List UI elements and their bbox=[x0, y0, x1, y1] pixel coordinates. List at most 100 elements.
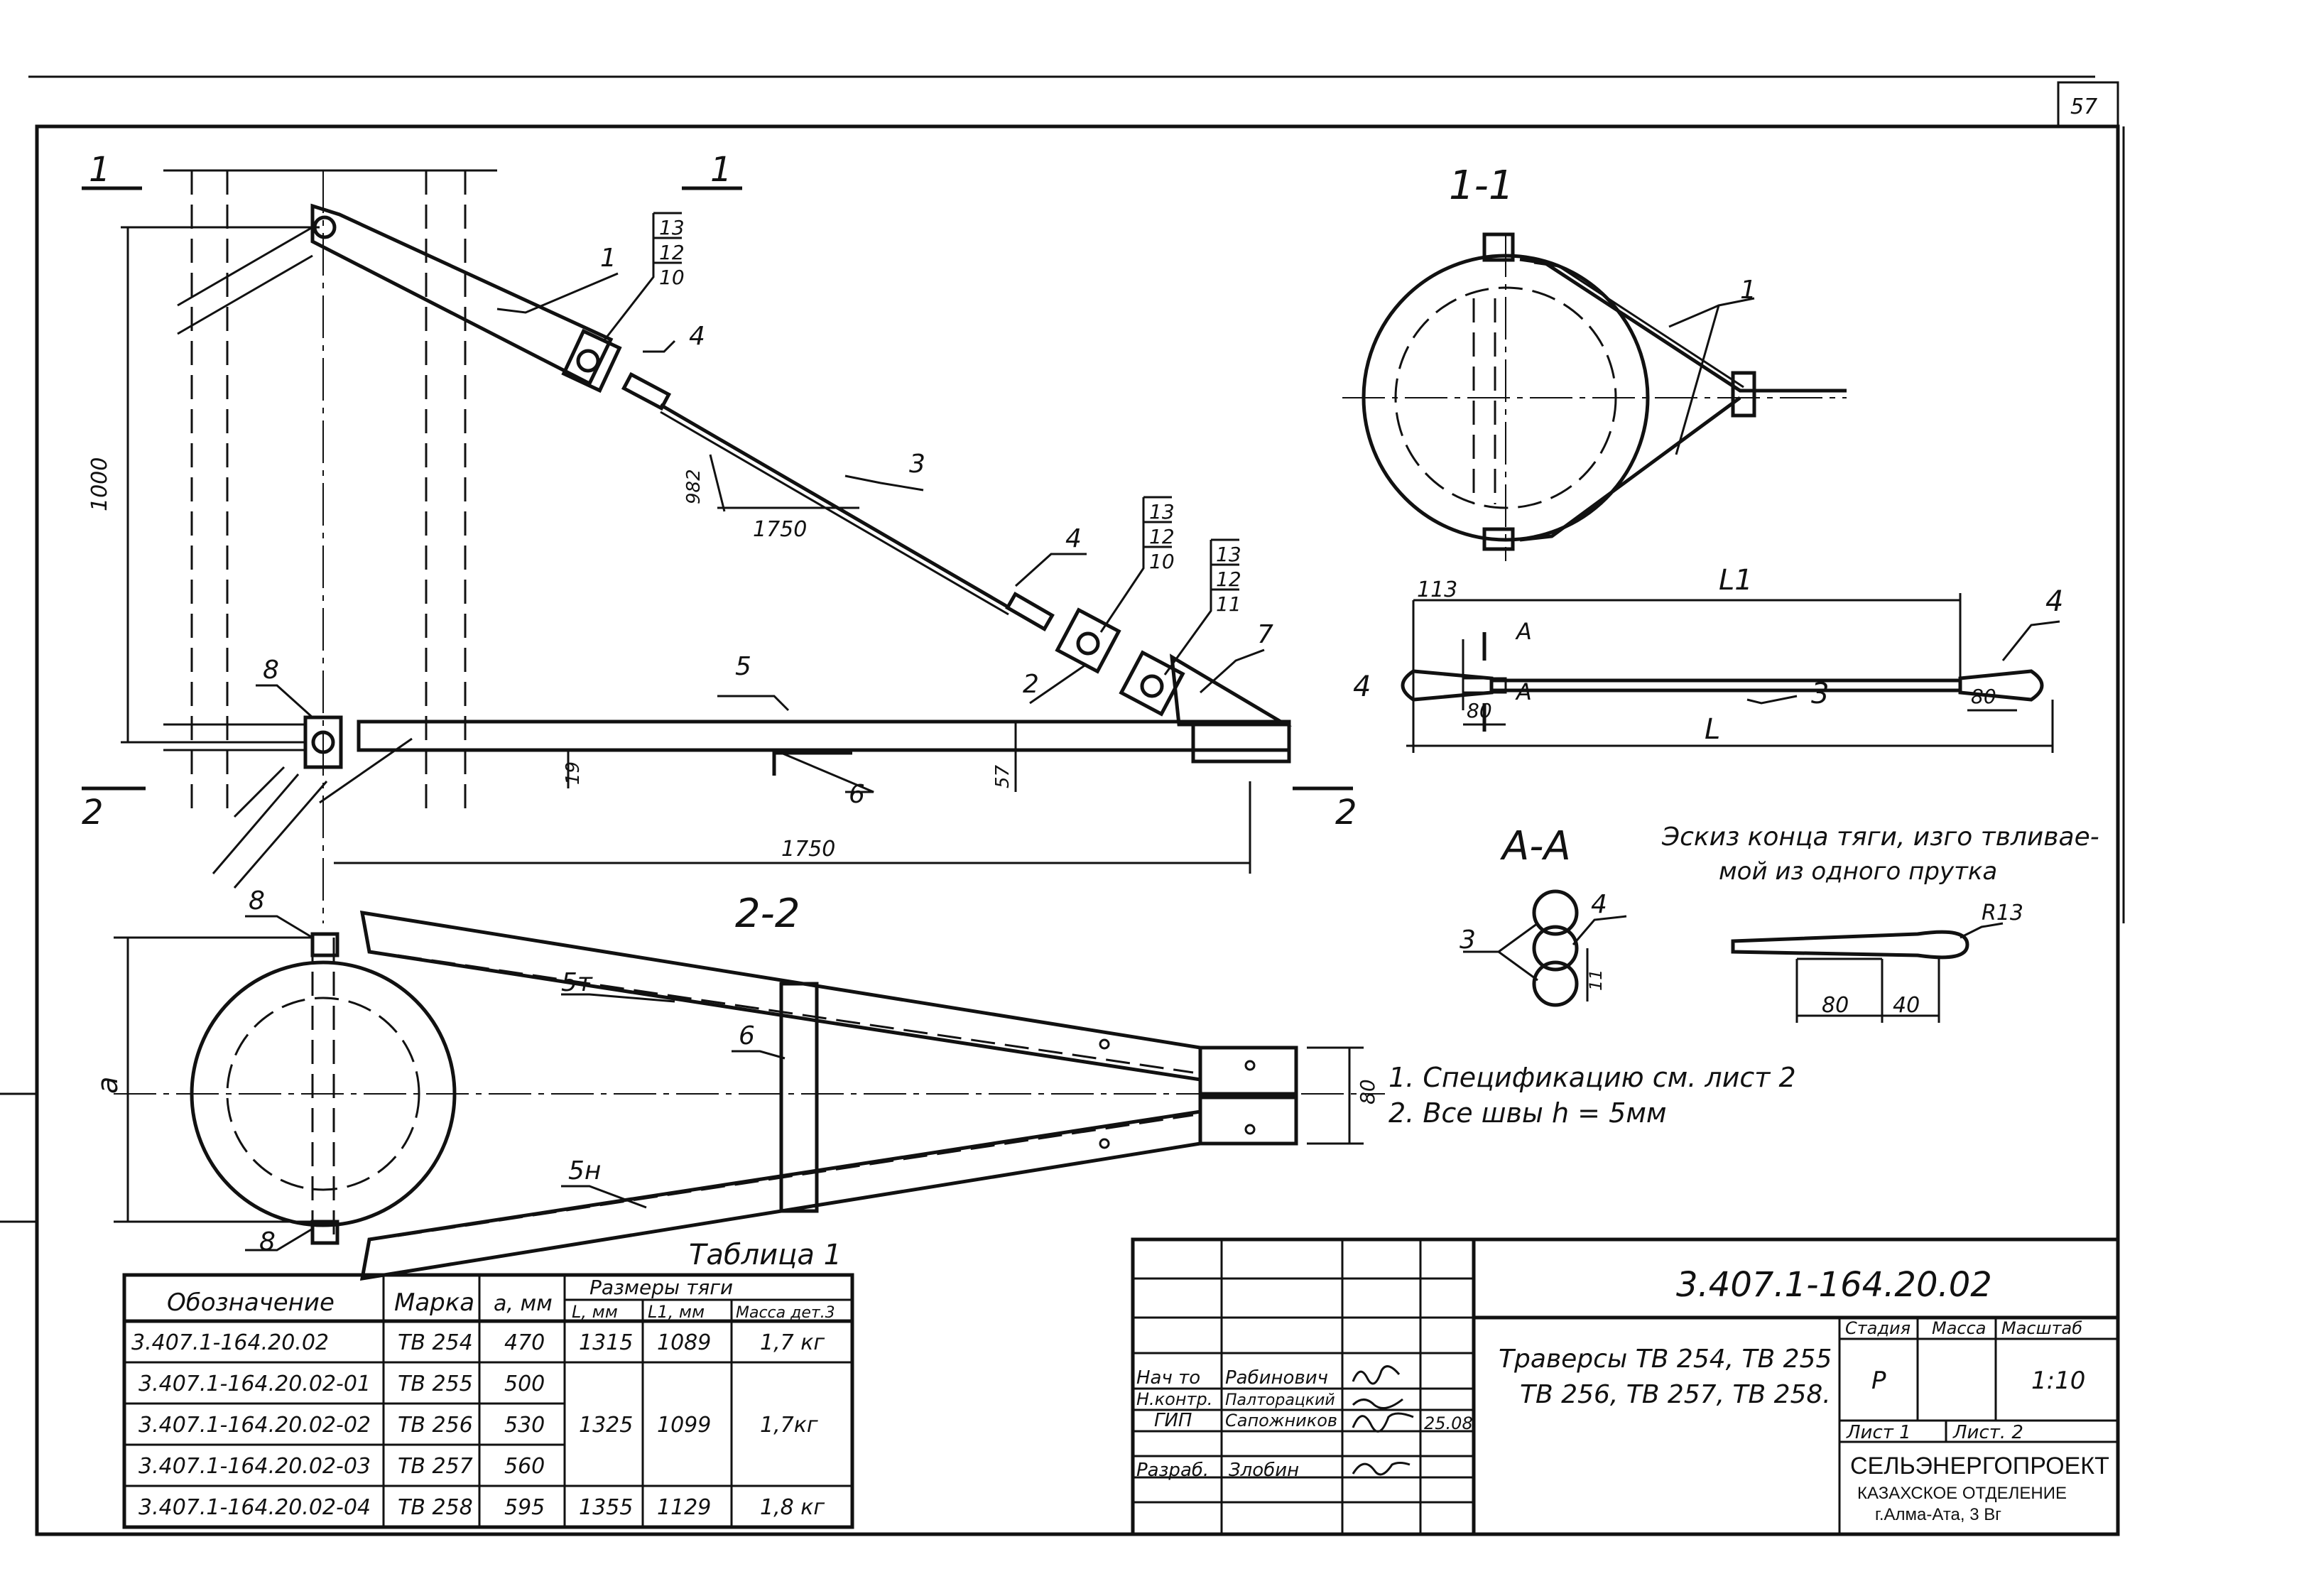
org-line-2: КАЗАХСКОЕ ОТДЕЛЕНИЕ bbox=[1857, 1484, 2067, 1503]
view-2-2-part-6: 6 bbox=[739, 1021, 755, 1051]
sign-role-1: Нач то bbox=[1136, 1367, 1200, 1389]
table-row-2-a: 500 bbox=[504, 1372, 545, 1396]
scale-label: Масштаб bbox=[2001, 1318, 2082, 1338]
section-1-left-label: 1 bbox=[89, 150, 111, 190]
callout-mid-12: 12 bbox=[1149, 525, 1175, 548]
part-2-label: 2 bbox=[1023, 670, 1039, 699]
rod-part-4-left: 4 bbox=[1353, 671, 1371, 703]
rod-dim-L1: L1 bbox=[1719, 564, 1753, 597]
rod-detail bbox=[1401, 593, 2060, 753]
doc-code: 3.407.1-164.20.02 bbox=[1676, 1265, 1992, 1305]
sign-name-1: Рабинович bbox=[1225, 1367, 1328, 1389]
sheet-number: 57 bbox=[2070, 94, 2097, 119]
table-row-5-a: 595 bbox=[504, 1495, 545, 1520]
rod-part-4-right: 4 bbox=[2045, 585, 2063, 618]
sketch-caption-line2: мой из одного прутка bbox=[1719, 857, 1997, 886]
org-line-3: г.Алма-Ата, 3 Вг bbox=[1875, 1505, 2001, 1524]
table-row-5-mark: ТВ 258 bbox=[398, 1495, 473, 1520]
table-row-3-L: 1325 bbox=[579, 1413, 633, 1438]
table-col-mass: Масса дет.3 bbox=[736, 1304, 835, 1322]
table-row-3-mark: ТВ 256 bbox=[398, 1413, 473, 1438]
part-4-mid-label: 4 bbox=[1065, 524, 1082, 553]
title-block bbox=[1131, 1237, 2120, 1536]
mass-label: Масса bbox=[1932, 1318, 1987, 1338]
table-row-5-L: 1355 bbox=[579, 1495, 633, 1520]
callout-top-12: 12 bbox=[659, 241, 685, 264]
table-row-4-a: 560 bbox=[504, 1454, 545, 1479]
table-row-3-mass: 1,7кг bbox=[760, 1413, 818, 1438]
table-col-designation: Обозначение bbox=[167, 1288, 335, 1317]
sign-name-3: Сапожников bbox=[1225, 1411, 1337, 1431]
table-row-4-designation: 3.407.1-164.20.02-03 bbox=[138, 1454, 371, 1479]
view-2-2-title: 2-2 bbox=[735, 891, 800, 937]
stage-label: Стадия bbox=[1845, 1318, 1911, 1338]
table-row-2-mark: ТВ 255 bbox=[398, 1372, 473, 1396]
part-6-label: 6 bbox=[849, 780, 865, 809]
section-1-right-label: 1 bbox=[710, 150, 732, 190]
sketch-dim-80: 80 bbox=[1822, 993, 1849, 1018]
rod-section-a-bottom: A bbox=[1515, 678, 1532, 705]
part-3-label: 3 bbox=[909, 450, 925, 479]
sign-role-4: Разраб. bbox=[1136, 1460, 1209, 1481]
rod-dim-80-right: 80 bbox=[1971, 685, 1996, 708]
dim-982-label: 982 bbox=[683, 469, 705, 504]
callout-mid-13: 13 bbox=[1149, 500, 1175, 523]
table-row-5-designation: 3.407.1-164.20.02-04 bbox=[138, 1495, 371, 1520]
part-8-label: 8 bbox=[263, 656, 279, 685]
table-col-L: L, мм bbox=[572, 1302, 618, 1322]
sheet-label: Лист 1 bbox=[1846, 1422, 1911, 1443]
note-2: 2. Все швы h = 5мм bbox=[1388, 1097, 1667, 1129]
sketch-dim-40: 40 bbox=[1893, 993, 1920, 1018]
view-a-a-dim-11: 11 bbox=[1586, 969, 1606, 991]
table-row-5-L1: 1129 bbox=[657, 1495, 711, 1520]
view-1-1-title: 1-1 bbox=[1449, 163, 1513, 209]
callout-mid-10: 10 bbox=[1149, 550, 1175, 573]
view-a-a-part-3: 3 bbox=[1460, 925, 1476, 955]
callout-top-10: 10 bbox=[659, 266, 685, 289]
sign-role-2: Н.контр. bbox=[1136, 1389, 1212, 1409]
table-col-L1: L1, мм bbox=[648, 1302, 705, 1322]
sheet-frame bbox=[0, 75, 2125, 1536]
view-2-2-dim-a: a bbox=[92, 1076, 124, 1094]
view-2-2 bbox=[114, 910, 1385, 1281]
callout-right-13: 13 bbox=[1216, 543, 1241, 566]
table-row-1-L: 1315 bbox=[579, 1330, 633, 1355]
table-row-3-designation: 3.407.1-164.20.02-02 bbox=[138, 1413, 371, 1438]
note-1: 1. Спецификацию см. лист 2 bbox=[1388, 1062, 1796, 1093]
rod-dim-113: 113 bbox=[1417, 577, 1457, 602]
table-row-1-L1: 1089 bbox=[657, 1330, 711, 1355]
view-a-a bbox=[1463, 889, 1627, 1007]
table-row-3-a: 530 bbox=[504, 1413, 545, 1438]
view-1-1-part-1: 1 bbox=[1740, 276, 1756, 305]
view-a-a-title: A-A bbox=[1500, 823, 1571, 869]
rod-dim-L: L bbox=[1705, 713, 1720, 746]
table-row-1-a: 470 bbox=[504, 1330, 545, 1355]
sketch-dim-r13: R13 bbox=[1982, 901, 2023, 925]
view-a-a-part-4: 4 bbox=[1591, 890, 1607, 919]
main-view bbox=[82, 169, 1353, 923]
table-row-4-mark: ТВ 257 bbox=[398, 1454, 473, 1479]
part-1-label: 1 bbox=[600, 244, 616, 273]
table-col-mark: Марка bbox=[394, 1288, 474, 1317]
dim-1750-base-label: 1750 bbox=[781, 837, 835, 862]
table-row-1-mark: ТВ 254 bbox=[398, 1330, 473, 1355]
section-2-right-label: 2 bbox=[1335, 793, 1357, 832]
table-caption: Таблица 1 bbox=[689, 1239, 842, 1271]
table-col-a: a, мм bbox=[494, 1291, 553, 1316]
stage-value: Р bbox=[1871, 1367, 1886, 1395]
org-line-1: СЕЛЬЭНЕРГОПРОЕКТ bbox=[1850, 1453, 2109, 1480]
title-line-2: ТВ 256, ТВ 257, ТВ 258. bbox=[1520, 1380, 1831, 1409]
table-row-2-designation: 3.407.1-164.20.02-01 bbox=[138, 1372, 371, 1396]
sign-name-2: Палторацкий bbox=[1225, 1391, 1335, 1409]
callout-right-11: 11 bbox=[1216, 592, 1241, 616]
view-2-2-part-5t: 5т bbox=[561, 968, 593, 997]
sketch-caption-line1: Эскиз конца тяги, изгo твливае- bbox=[1661, 823, 2099, 852]
table-header-group: Размеры тяги bbox=[589, 1276, 733, 1299]
part-7-label: 7 bbox=[1257, 620, 1273, 649]
view-1-1 bbox=[1342, 232, 1847, 561]
rod-section-a-top: A bbox=[1515, 618, 1532, 645]
table-row-3-L1: 1099 bbox=[657, 1413, 711, 1438]
table-1 bbox=[122, 1273, 854, 1529]
view-2-2-part-8-bottom: 8 bbox=[259, 1227, 276, 1256]
